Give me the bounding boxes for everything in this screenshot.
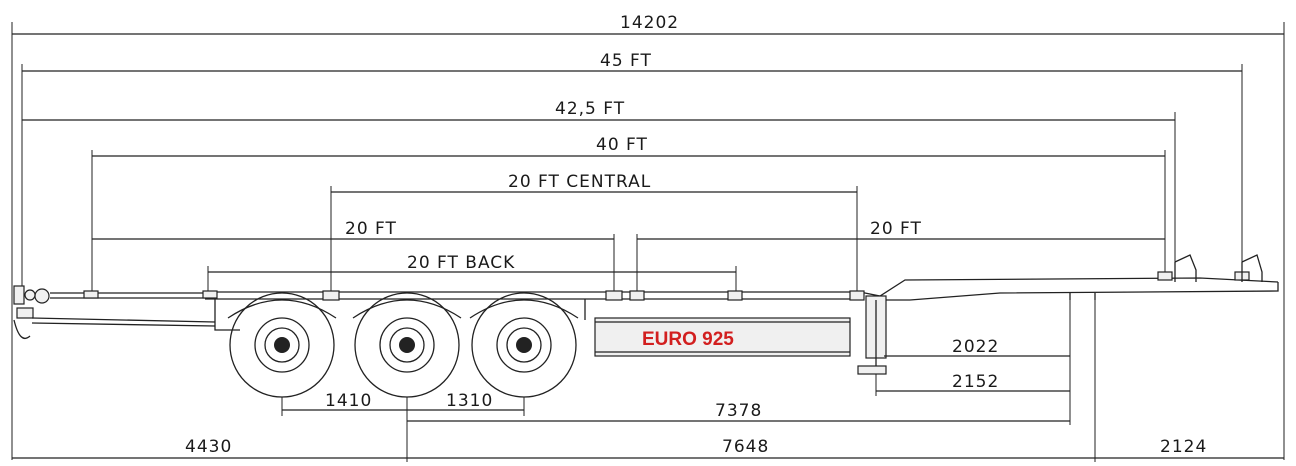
dim-2022: 2022	[884, 300, 1071, 425]
dim-42-5ft: 42,5 FT	[21, 99, 1176, 262]
landing-legs	[857, 295, 887, 375]
dim-2124-label: 2124	[1160, 437, 1207, 457]
dim-20ft-back-label: 20 FT BACK	[407, 253, 515, 273]
dim-20ft-front-label: 20 FT	[345, 219, 397, 239]
dim-20ft-central: 20 FT CENTRAL	[330, 172, 858, 292]
dim-overall: 14202	[11, 13, 1285, 460]
dim-1410-label: 1410	[325, 391, 372, 411]
dim-45ft: 45 FT	[21, 51, 1243, 290]
twistlocks	[83, 271, 1250, 301]
dim-42-5ft-label: 42,5 FT	[555, 99, 625, 119]
dim-40ft-label: 40 FT	[596, 135, 648, 155]
dim-20ft-rear-label: 20 FT	[870, 219, 922, 239]
dim-45ft-label: 45 FT	[600, 51, 652, 71]
dim-20ft-front: 20 FT	[91, 219, 615, 292]
front-coupling	[13, 285, 50, 340]
dim-2152: 2152	[875, 372, 1070, 396]
dim-20ft-back: 20 FT BACK	[207, 253, 737, 292]
model-label: EURO 925	[642, 329, 734, 350]
trailer-body: EURO 925	[13, 254, 1279, 398]
side-tank: EURO 925	[594, 317, 851, 357]
dim-4430: 4430	[12, 437, 407, 459]
dim-7648-label: 7648	[722, 437, 769, 457]
dim-4430-label: 4430	[185, 437, 232, 457]
dim-20ft-central-label: 20 FT CENTRAL	[508, 172, 651, 192]
dim-2022-label: 2022	[952, 337, 999, 357]
dim-7378: 7378	[407, 401, 1070, 422]
dim-2152-label: 2152	[952, 372, 999, 392]
dim-1310: 1310	[407, 391, 524, 411]
wheel-1	[229, 292, 335, 398]
dim-7648: 7648	[407, 300, 1096, 462]
dim-2124: 2124	[1095, 437, 1284, 459]
dim-7378-label: 7378	[715, 401, 762, 421]
dim-overall-label: 14202	[620, 13, 679, 33]
dim-1410: 1410	[281, 391, 525, 462]
wheel-3	[471, 292, 577, 398]
dim-40ft: 40 FT	[91, 135, 1166, 292]
dim-20ft-rear: 20 FT	[636, 219, 1165, 292]
wheel-2	[354, 292, 460, 398]
dim-1310-label: 1310	[446, 391, 493, 411]
